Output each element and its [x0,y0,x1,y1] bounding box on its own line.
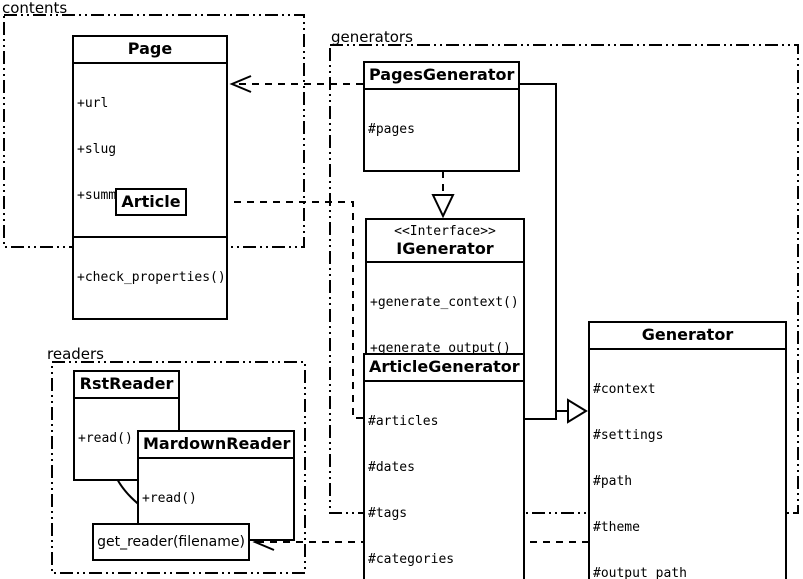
class-rstreader-name: RstReader [79,374,174,393]
function-get-reader: get_reader(filename) [92,523,250,561]
class-mardownreader-methods: +read() [139,457,293,539]
realization-triangle-igenerator-top [431,194,455,219]
class-pagesgenerator: PagesGenerator #pages [363,61,520,172]
attribute: #categories [368,552,455,567]
attribute: #settings [593,428,664,443]
generalization-articlegenerator-to-generator-line [525,411,557,420]
attribute: +slug [77,142,117,157]
package-label-generators: generators [331,28,413,46]
attribute: #articles [368,414,439,429]
class-articlegenerator: ArticleGenerator #articles #dates #tags … [363,353,525,579]
package-label-readers: readers [47,345,104,363]
class-article-name: Article [121,192,181,211]
class-page-name: Page [127,39,173,58]
attribute: #pages [368,122,415,137]
package-frame-generators [329,44,799,514]
method: +check_properties() [77,270,226,285]
class-page-methods: +check_properties() [74,236,226,318]
class-mardownreader-name: MardownReader [143,434,291,453]
generalization-pagesgenerator-to-generator-line [520,83,568,412]
attribute: #dates [368,460,415,475]
class-igenerator-stereotype: <<Interface>> [394,224,496,239]
class-generator-name: Generator [641,325,734,344]
class-generator: Generator #context #settings #path #them… [588,321,787,579]
package-label-contents: contents [2,0,68,17]
class-mardownreader: MardownReader +read() [137,430,295,541]
dependency-articlegenerator-to-article [188,193,363,419]
attribute: #output_path [593,566,687,579]
attribute: #path [593,474,633,489]
package-frame-contents [3,14,305,248]
class-rstreader-methods: +read() [75,397,178,479]
attribute: +url [77,96,109,111]
method: +generate_context() [370,295,519,310]
method: +generate_output() [370,341,511,356]
class-article: Article [115,188,187,216]
class-pagesgenerator-name: PagesGenerator [369,65,515,84]
class-pagesgenerator-attributes: #pages [365,88,518,170]
method: +read() [78,431,133,446]
attribute: #theme [593,520,640,535]
generalization-triangle-generator [567,398,588,424]
class-articlegenerator-attributes: #articles #dates #tags #categories [365,380,523,579]
class-page: Page +url +slug +summary +check_properti… [72,35,228,320]
class-igenerator-name: IGenerator [396,239,494,258]
package-frame-readers [51,361,306,574]
attribute: #tags [368,506,408,521]
class-igenerator-header: <<Interface>> IGenerator [367,220,523,261]
class-igenerator-methods: +generate_context() +generate_output() [367,261,523,389]
attribute: #context [593,382,656,397]
class-articlegenerator-name: ArticleGenerator [369,357,520,376]
class-generator-attributes: #context #settings #path #theme #output_… [590,348,785,579]
method: +read() [142,491,197,506]
